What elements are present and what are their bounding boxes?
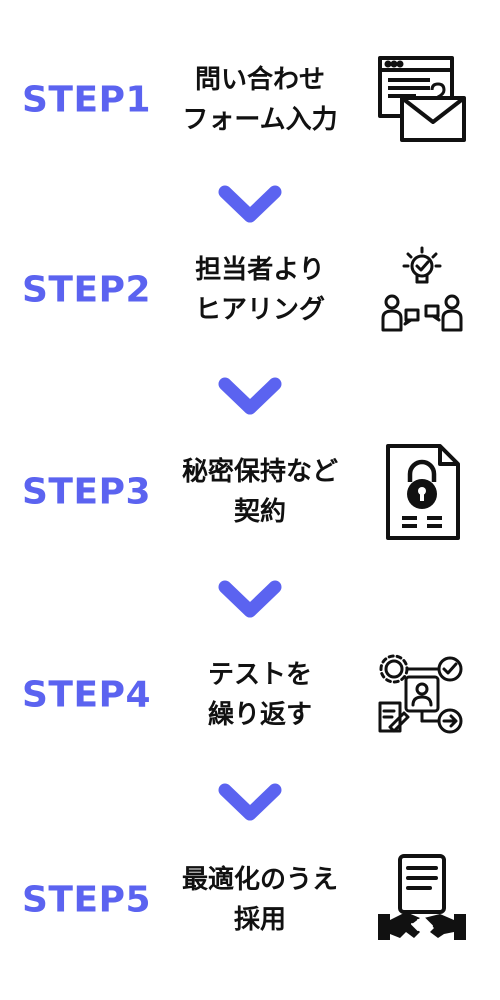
chevron-down-icon — [215, 372, 285, 422]
step-description-line: 担当者より — [195, 255, 325, 285]
step-description-line: 繰り返す — [207, 700, 312, 730]
step-description-line: フォーム入力 — [182, 105, 338, 135]
step-5: STEP5 最適化のうえ 採用 — [0, 850, 500, 950]
step-3: STEP3 秘密保持など 契約 — [0, 442, 500, 542]
step-description-line: 秘密保持など — [181, 457, 338, 487]
step-label: STEP4 — [22, 674, 152, 716]
test-workflow-icon — [372, 645, 472, 745]
locked-document-icon — [372, 442, 472, 542]
step-label: STEP5 — [22, 879, 152, 921]
step-1: STEP1 問い合わせ フォーム入力 — [0, 50, 500, 150]
step-description: テストを 繰り返す — [160, 655, 360, 735]
step-label: STEP3 — [22, 471, 152, 513]
chevron-down-icon — [215, 575, 285, 625]
step-label: STEP2 — [22, 269, 152, 311]
step-description: 問い合わせ フォーム入力 — [160, 60, 360, 140]
step-description-line: 採用 — [233, 905, 286, 935]
step-description-line: 契約 — [233, 497, 286, 527]
step-description-line: テストを — [207, 660, 312, 690]
step-description-line: 最適化のうえ — [181, 865, 338, 895]
step-description-line: ヒアリング — [194, 295, 325, 325]
step-description-line: 問い合わせ — [194, 65, 325, 95]
chevron-down-icon — [215, 778, 285, 828]
browser-mail-icon — [372, 50, 472, 150]
meeting-idea-icon — [372, 240, 472, 340]
handshake-contract-icon — [372, 850, 472, 950]
chevron-down-icon — [215, 180, 285, 230]
step-description: 担当者より ヒアリング — [160, 250, 360, 330]
step-label: STEP1 — [22, 79, 152, 121]
step-description: 最適化のうえ 採用 — [160, 860, 360, 940]
step-2: STEP2 担当者より ヒアリング — [0, 240, 500, 340]
step-description: 秘密保持など 契約 — [160, 452, 360, 532]
step-4: STEP4 テストを 繰り返す — [0, 645, 500, 745]
